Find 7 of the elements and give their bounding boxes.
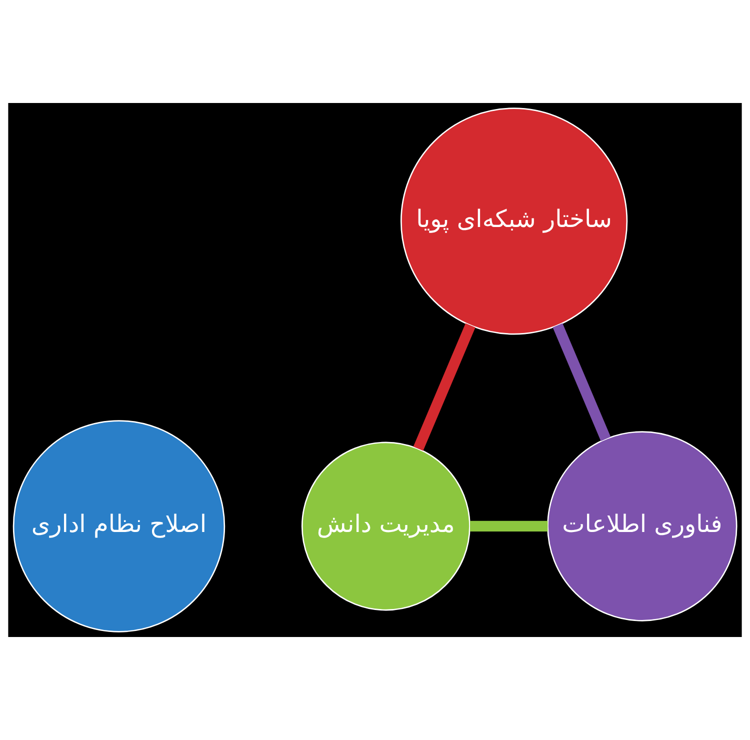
node-circle: ساختار شبکه‌ای پویا [400,108,628,335]
node-circle: فناوری اطلاعات [547,431,738,622]
connector [470,520,548,532]
node-circle: مدیریت دانش [301,442,470,611]
node-circle: اصلاح نظام اداری [12,420,226,632]
connector [552,323,611,442]
connector [413,323,476,451]
